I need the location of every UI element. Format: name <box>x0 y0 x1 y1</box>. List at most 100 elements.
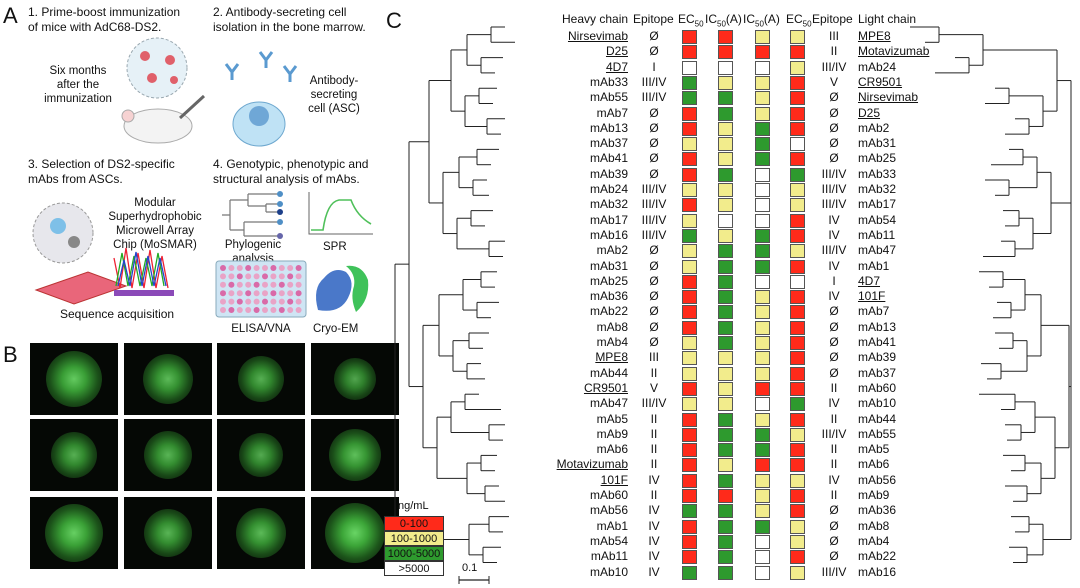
microwell-magnifier <box>32 202 94 264</box>
step3-sub-line3: Microwell Array <box>116 225 194 237</box>
step1-line1: 1. Prime-boost immunization <box>28 5 181 19</box>
heavy-ec50-cell <box>682 381 697 396</box>
light-ic50-cell <box>755 75 770 90</box>
asc-cell-illustration <box>224 51 298 147</box>
light-ic50-cell <box>755 305 770 320</box>
light-ec50-cell <box>790 473 805 488</box>
light-ec50-cell <box>790 305 805 320</box>
light-epitope-label: Ø <box>829 120 839 135</box>
ec50-text: EC <box>678 12 695 26</box>
heavy-ec50-cell <box>682 473 697 488</box>
heavy-epitope-label: Ø <box>649 166 659 181</box>
elisa-well <box>253 265 260 271</box>
heavy-chain-label: mAb44 <box>589 365 628 380</box>
heavy-epitope-label: III/IV <box>641 90 667 105</box>
light-ec50-cell <box>790 412 805 427</box>
light-ic50-cell <box>755 213 770 228</box>
heavy-epitope-label: Ø <box>649 29 659 43</box>
heavy-chain-label: mAb13 <box>589 120 628 135</box>
light-chain-label: mAb41 <box>858 335 897 349</box>
heavy-ec50-cell <box>682 259 697 274</box>
heavy-ec50-cell <box>682 412 697 427</box>
heavy-chain-label: MPE8 <box>595 350 628 365</box>
light-ec50-cell <box>790 259 805 274</box>
heavy-ic50-cell <box>718 259 733 274</box>
light-chain-label: mAb55 <box>858 426 897 441</box>
heavy-ic50-cell <box>718 30 733 44</box>
step1-sub-line3: immunization <box>44 93 112 105</box>
light-epitope-label: Ø <box>829 549 839 564</box>
heavy-ic50-cell <box>718 412 733 427</box>
fluorescence-spot <box>236 508 286 558</box>
ic50-suffix: (A) <box>725 12 742 26</box>
sequence-bar-icon <box>114 290 174 296</box>
heavy-epitope-label: I <box>652 59 656 74</box>
light-epitope-label: Ø <box>829 90 839 105</box>
heavy-ic50-cell <box>718 320 733 335</box>
elisa-label: ELISA/VNA <box>231 323 291 335</box>
light-chain-label: mAb7 <box>858 304 890 319</box>
heavy-ec50-cell <box>682 121 697 136</box>
elisa-well <box>270 273 277 280</box>
spr-label: SPR <box>323 241 347 253</box>
elisa-well <box>253 273 260 280</box>
light-ec50-cell <box>790 519 805 534</box>
light-ic50-cell <box>755 91 770 106</box>
light-ic50-cell <box>755 183 770 197</box>
light-epitope-label: II <box>830 380 838 395</box>
light-ic50-cell <box>755 351 770 366</box>
step2-line2: isolation in the bone marrow. <box>213 20 366 34</box>
scale-bar <box>458 576 490 584</box>
heavy-chain-label: mAb22 <box>589 304 628 319</box>
light-ic50-cell <box>755 550 770 565</box>
heavy-ic50-cell <box>718 198 733 213</box>
elisa-well <box>236 290 243 297</box>
elisa-well <box>295 307 302 313</box>
ec50-sub-2: 50 <box>802 19 812 29</box>
heavy-ic50-cell <box>718 106 733 121</box>
light-ic50-cell <box>755 30 770 44</box>
cell-icon-2 <box>68 236 80 248</box>
ec50-header-light: EC50 <box>786 12 812 28</box>
fluorescence-spot <box>325 503 385 563</box>
microscopy-image <box>217 419 305 491</box>
elisa-well <box>270 265 277 271</box>
light-chain-label: mAb17 <box>858 197 897 212</box>
elisa-well <box>228 265 235 271</box>
heavy-chain-label: mAb4 <box>596 335 628 349</box>
light-epitope-label: II <box>830 442 838 457</box>
elisa-well <box>220 281 226 288</box>
light-chain-label: mAb2 <box>858 120 890 135</box>
light-chain-label: mAb9 <box>858 488 890 502</box>
legend-item: >5000 <box>384 561 444 576</box>
step3-sub-line4: Chip (MoSMAR) <box>113 239 197 251</box>
heavy-chain-label: mAb47 <box>589 396 628 411</box>
epitope-header-light: Epitope <box>812 12 853 26</box>
light-ec50-cell <box>790 60 805 75</box>
heavy-chain-label: 4D7 <box>605 59 628 74</box>
heavy-chain-label: Nirsevimab <box>567 29 628 43</box>
heavy-ic50-cell <box>718 91 733 106</box>
virus-particles-icon <box>140 51 178 84</box>
heavy-ec50-cell <box>682 397 697 412</box>
step3-subtext: Modular Superhydrophobic Microwell Array… <box>95 196 215 252</box>
elisa-well <box>245 265 252 271</box>
heavy-ic50-cell <box>718 290 733 305</box>
light-ic50-cell <box>755 45 770 60</box>
elisa-well <box>278 265 285 271</box>
elisa-well <box>245 298 252 305</box>
elisa-well <box>253 290 260 297</box>
heavy-epitope-label: IV <box>648 472 660 487</box>
legend-item: 0-100 <box>384 516 444 531</box>
light-chain-header: Light chain <box>858 12 917 26</box>
heavy-chain-label: mAb24 <box>589 182 628 196</box>
heavy-ec50-cell <box>682 213 697 228</box>
heavy-chain-label: mAb7 <box>596 105 628 120</box>
light-ec50-cell <box>790 198 805 213</box>
light-ec50-cell <box>790 397 805 412</box>
elisa-well <box>262 298 268 305</box>
light-ec50-cell <box>790 183 805 197</box>
heavy-epitope-label: Ø <box>649 44 659 59</box>
light-chain-label: mAb31 <box>858 136 897 151</box>
elisa-well <box>245 290 252 297</box>
